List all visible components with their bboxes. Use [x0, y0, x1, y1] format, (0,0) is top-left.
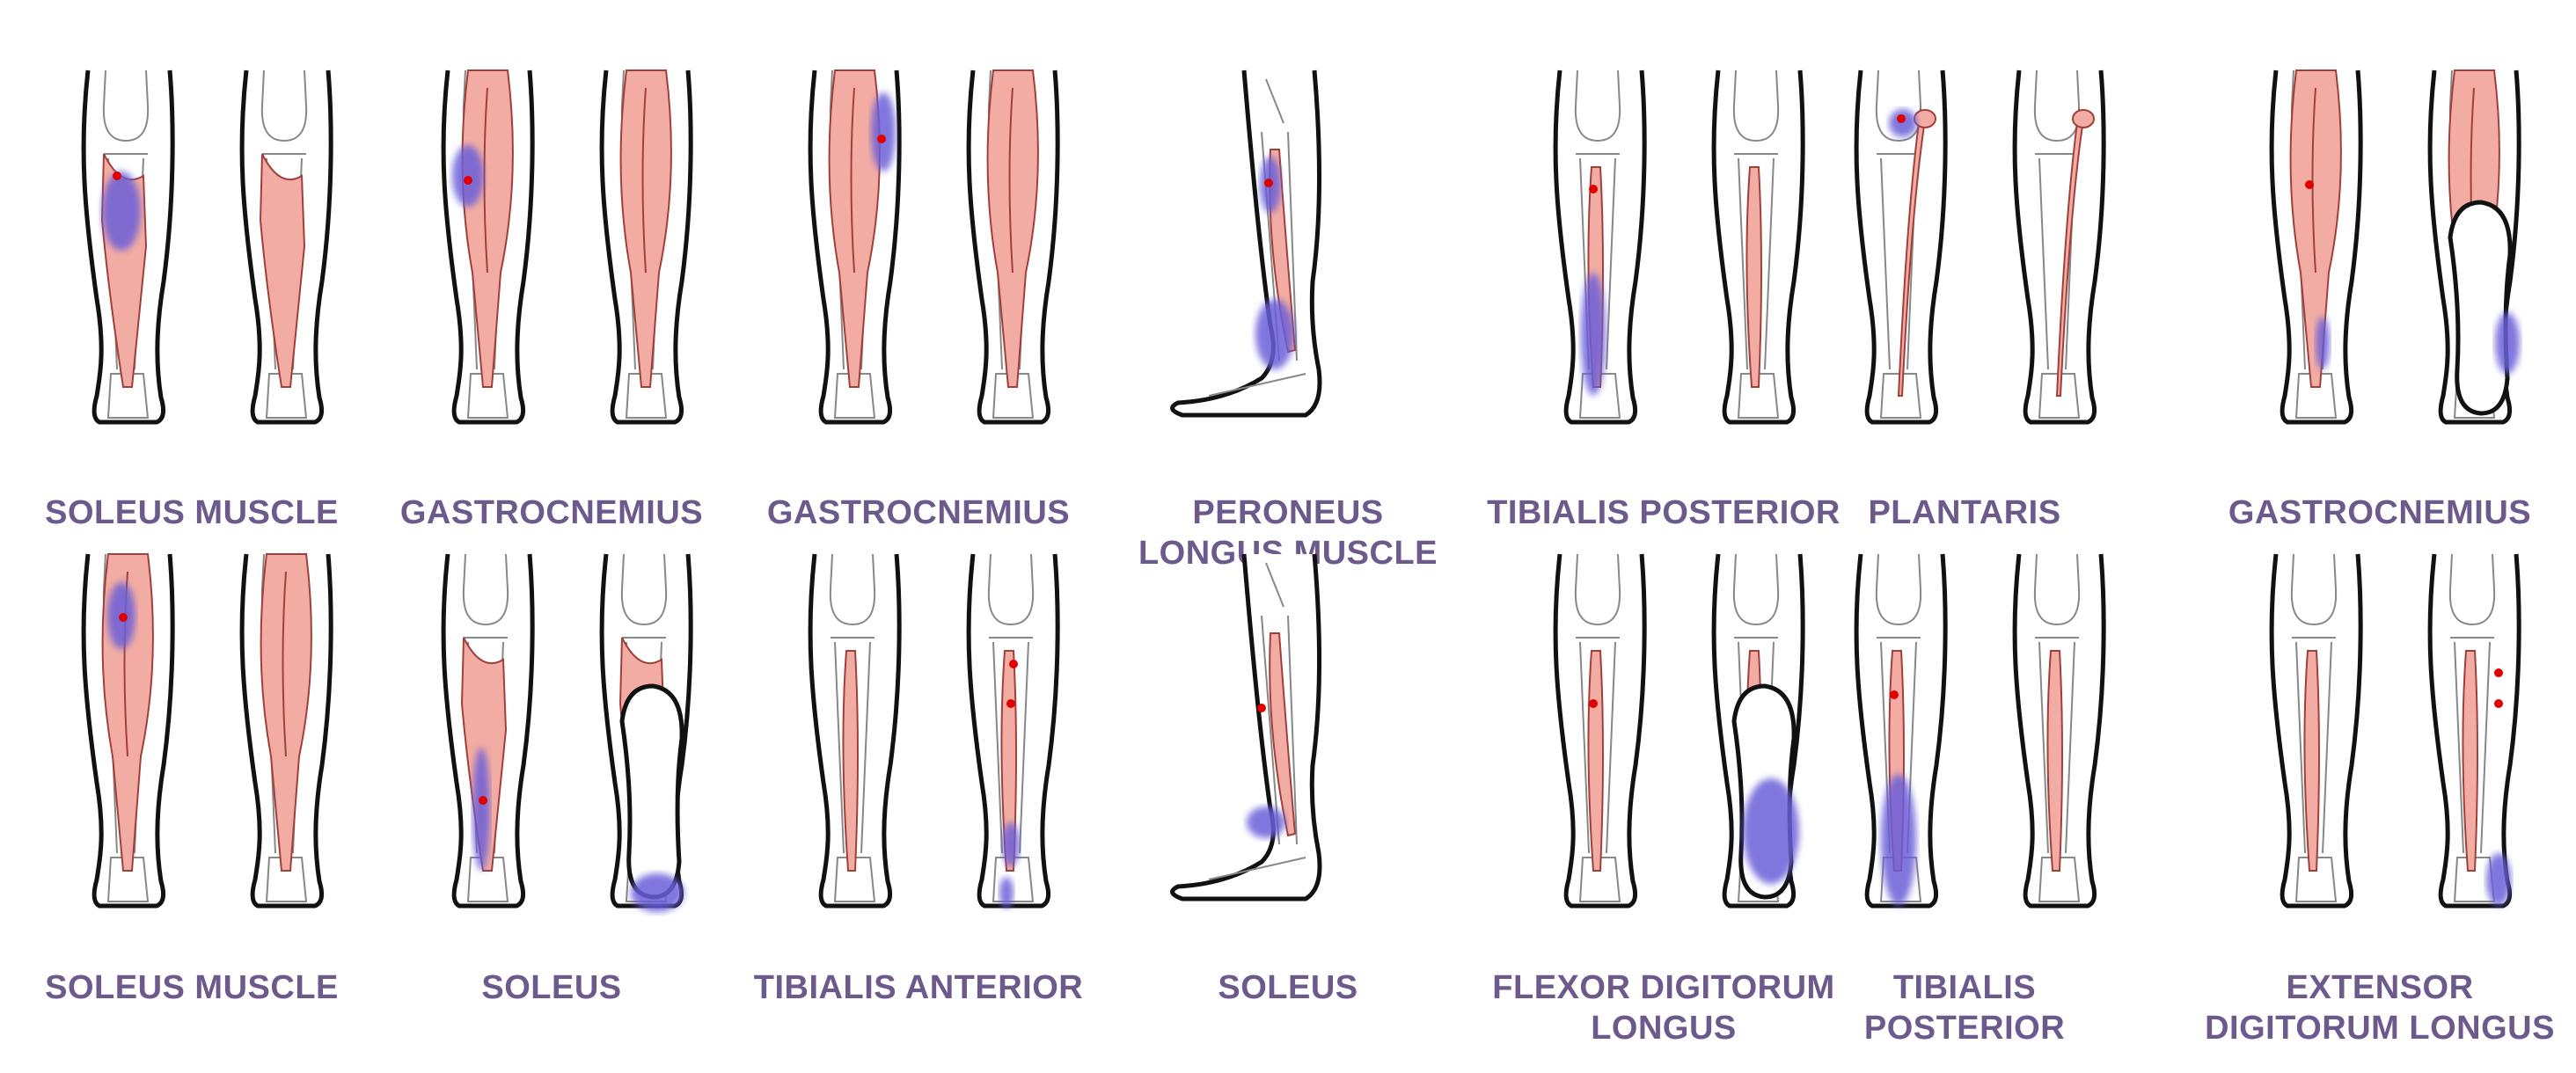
leg-illustration [808, 69, 1060, 425]
leg-illustration [1553, 553, 1805, 909]
leg-illustration [1553, 69, 1805, 425]
muscle-label: SOLEUS MUSCLE [0, 493, 412, 533]
muscle-label: TIBIALIS POSTERIOR [1444, 493, 1884, 533]
trigger-point-panel: FLEXOR DIGITORUM LONGUS [1479, 545, 1848, 1073]
leg-illustration [2269, 69, 2521, 425]
trigger-point-dot [2494, 699, 2503, 708]
leg-illustration [81, 69, 333, 425]
trigger-point-dot [464, 176, 472, 185]
trigger-point-dot [1890, 690, 1899, 699]
trigger-point-dot [1257, 704, 1266, 712]
pain-area [1255, 299, 1294, 369]
trigger-point-dot [1897, 114, 1906, 123]
panel-label-line: SOLEUS MUSCLE [45, 969, 339, 1006]
trigger-point-dot [2305, 180, 2314, 189]
panel-label-line: TIBIALIS ANTERIOR [753, 969, 1084, 1006]
pain-area [871, 92, 896, 172]
muscle-label: GASTROCNEMIUS [2160, 493, 2576, 533]
pain-area [1743, 778, 1799, 884]
leg-illustration [81, 553, 333, 909]
panel-label-line: SOLEUS MUSCLE [45, 494, 339, 531]
trigger-point-panel: TIBIALIS ANTERIOR [734, 545, 1103, 1073]
muscle-label: EXTENSOR DIGITORUM LONGUS [2160, 967, 2576, 1048]
trigger-point-panel: SOLEUS [1103, 545, 1473, 1073]
panel-label-line: FLEXOR DIGITORUM [1492, 969, 1835, 1006]
panel-label-line: EXTENSOR [2286, 969, 2474, 1006]
trigger-point-dot [1009, 660, 1018, 668]
leg-illustration [441, 553, 693, 912]
pain-area [1581, 273, 1606, 396]
trigger-point-dot [113, 172, 121, 180]
trigger-point-dot [119, 613, 128, 622]
pain-area [472, 748, 490, 871]
panel-label-line: PLANTARIS [1868, 494, 2061, 531]
muscle-label: FLEXOR DIGITORUM LONGUS [1444, 967, 1884, 1048]
pain-area [631, 873, 684, 912]
pain-area [1247, 807, 1285, 838]
pain-area [1889, 109, 1917, 137]
trigger-point-dot [877, 135, 886, 143]
panel-label-line: TIBIALIS [1892, 969, 2037, 1006]
leg-illustration [1170, 553, 1322, 901]
muscle-label: PLANTARIS [1745, 493, 2184, 533]
leg-illustration [808, 553, 1060, 909]
panel-label-line: SOLEUS [1218, 969, 1358, 1006]
muscle-label: TIBIALIS ANTERIOR [699, 967, 1138, 1008]
panel-label-line: TIBIALIS POSTERIOR [1487, 494, 1841, 531]
muscle-label: SOLEUS [1068, 967, 1508, 1008]
trigger-point-dot [1006, 699, 1015, 708]
trigger-point-panel: SOLEUS MUSCLE [7, 545, 377, 1073]
muscle-label: GASTROCNEMIUS [699, 493, 1138, 533]
trigger-point-panel: TIBIALIS POSTERIOR [1479, 62, 1848, 589]
panel-label-line: GASTROCNEMIUS [766, 494, 1071, 531]
pain-area [102, 172, 141, 251]
panel-label-line: DIGITORUM LONGUS [2205, 1010, 2555, 1047]
trigger-point-dot [1589, 699, 1598, 708]
muscle-label: SOLEUS [332, 967, 772, 1008]
trigger-point-dot [2494, 668, 2503, 677]
pain-area [1002, 822, 1020, 866]
pain-area [2316, 317, 2330, 369]
leg-illustration [2269, 553, 2521, 909]
panel-label-line: GASTROCNEMIUS [399, 494, 704, 531]
leg-illustration [441, 69, 693, 425]
pain-area [2486, 853, 2511, 906]
pain-area [2495, 312, 2520, 374]
muscle-label: GASTROCNEMIUS [332, 493, 772, 533]
trigger-point-panel: GASTROCNEMIUS [734, 62, 1103, 589]
panel-label-line: SOLEUS [481, 969, 622, 1006]
trigger-point-panel: PLANTARIS [1780, 62, 2149, 589]
trigger-point-panel: SOLEUS MUSCLE [7, 62, 377, 589]
trigger-point-panel: TIBIALIS POSTERIOR [1780, 545, 2149, 1073]
trigger-point-panel: EXTENSOR DIGITORUM LONGUS [2195, 545, 2565, 1073]
muscle-label: TIBIALIS POSTERIOR [1745, 967, 2184, 1048]
trigger-point-dot [1589, 185, 1598, 193]
trigger-point-panel: GASTROCNEMIUS [2195, 62, 2565, 589]
trigger-point-dot [479, 796, 487, 805]
panel-label-line: POSTERIOR [1863, 1010, 2066, 1047]
muscle-label: SOLEUS MUSCLE [0, 967, 412, 1008]
leg-illustration [1854, 553, 2106, 909]
trigger-point-panel: SOLEUS [367, 545, 736, 1073]
panel-label-line: PERONEUS [1192, 494, 1384, 531]
panel-label-line: GASTROCNEMIUS [2228, 494, 2532, 531]
panel-label-line: LONGUS [1591, 1010, 1737, 1047]
pain-area [999, 877, 1014, 909]
leg-illustration [1170, 69, 1322, 418]
leg-illustration [1854, 69, 2106, 425]
trigger-point-panel: GASTROCNEMIUS [367, 62, 736, 589]
pain-area [1881, 774, 1916, 906]
trigger-point-dot [1264, 179, 1273, 187]
